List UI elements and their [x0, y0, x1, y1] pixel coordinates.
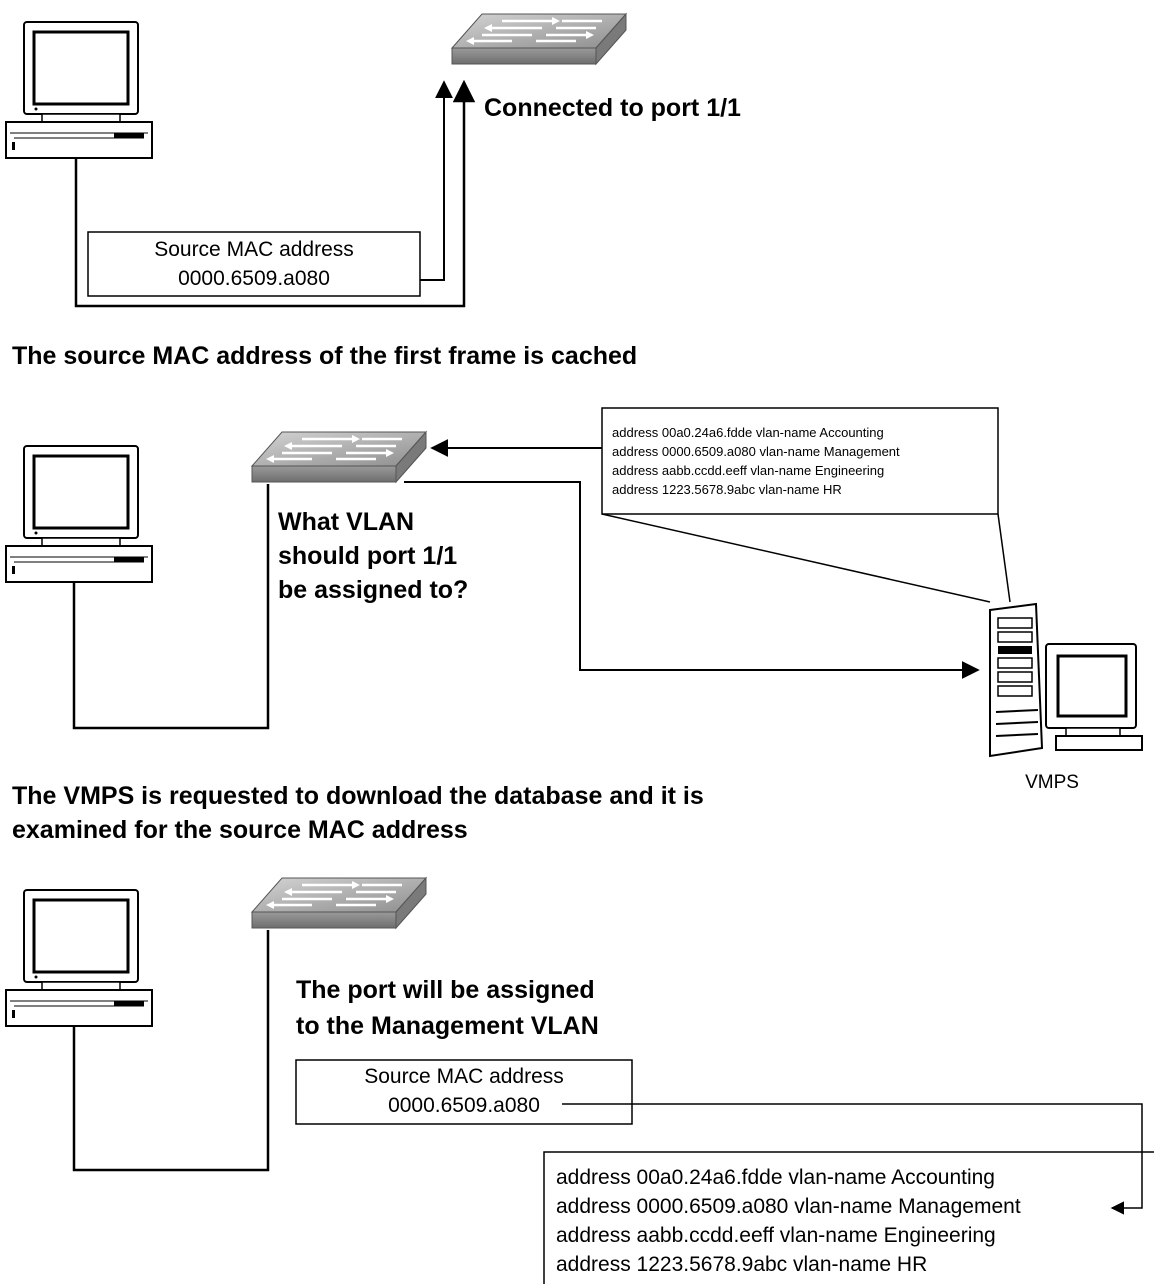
- database-box: [543, 1151, 1154, 1284]
- database-line: address 0000.6509.a080 vlan-name Managem…: [556, 1195, 1021, 1218]
- source-mac-box: [87, 231, 421, 297]
- workstation-icon: [4, 444, 154, 584]
- workstation-icon: [4, 20, 154, 160]
- callout-pointer: [601, 513, 991, 603]
- database-callout: [601, 407, 999, 515]
- panel-3: The port will be assigned to the Managem…: [4, 876, 1154, 1284]
- assignment-result-line: to the Management VLAN: [296, 1012, 599, 1040]
- source-mac-box: [295, 1059, 633, 1125]
- workstation-icon: [4, 888, 154, 1028]
- switch-icon: [250, 430, 428, 484]
- database-line: address 00a0.24a6.fdde vlan-name Account…: [612, 425, 884, 440]
- switch-icon: [450, 12, 628, 66]
- frame-arrow: [420, 80, 453, 281]
- panel-2: address 00a0.24a6.fdde vlan-name Account…: [4, 407, 1143, 844]
- database-line: address 1223.5678.9abc vlan-name HR: [612, 482, 842, 497]
- panel-1: Source MAC address 0000.6509.a080 Connec…: [4, 12, 741, 370]
- vlan-question-line: What VLAN: [278, 508, 414, 536]
- database-line: address aabb.ccdd.eeff vlan-name Enginee…: [556, 1224, 996, 1247]
- database-line: address 00a0.24a6.fdde vlan-name Account…: [556, 1166, 995, 1189]
- callout-pointer: [997, 513, 1011, 603]
- lookup-arrow: [562, 1103, 1143, 1215]
- source-mac-label: Source MAC address: [364, 1065, 564, 1088]
- source-mac-value: 0000.6509.a080: [388, 1094, 540, 1117]
- connected-label: Connected to port 1/1: [484, 94, 741, 122]
- panel-2-caption: The VMPS is requested to download the da…: [12, 782, 704, 810]
- source-mac-label: Source MAC address: [154, 238, 354, 261]
- database-line: address 1223.5678.9abc vlan-name HR: [556, 1253, 927, 1276]
- vmps-server-icon: [989, 602, 1143, 758]
- vlan-question-line: should port 1/1: [278, 542, 457, 570]
- database-line: address aabb.ccdd.eeff vlan-name Enginee…: [612, 463, 884, 478]
- vlan-question-line: be assigned to?: [278, 576, 468, 604]
- vmps-label: VMPS: [1025, 772, 1079, 793]
- cable-line: [72, 930, 270, 1172]
- switch-icon: [250, 876, 428, 930]
- panel-1-caption: The source MAC address of the first fram…: [12, 342, 637, 370]
- panel-2-caption: examined for the source MAC address: [12, 816, 468, 844]
- cable-line: [74, 79, 476, 308]
- cable-line: [72, 484, 270, 730]
- source-mac-value: 0000.6509.a080: [178, 267, 330, 290]
- database-line: address 0000.6509.a080 vlan-name Managem…: [612, 444, 900, 459]
- assignment-result-line: The port will be assigned: [296, 976, 595, 1004]
- request-arrow: [404, 481, 980, 679]
